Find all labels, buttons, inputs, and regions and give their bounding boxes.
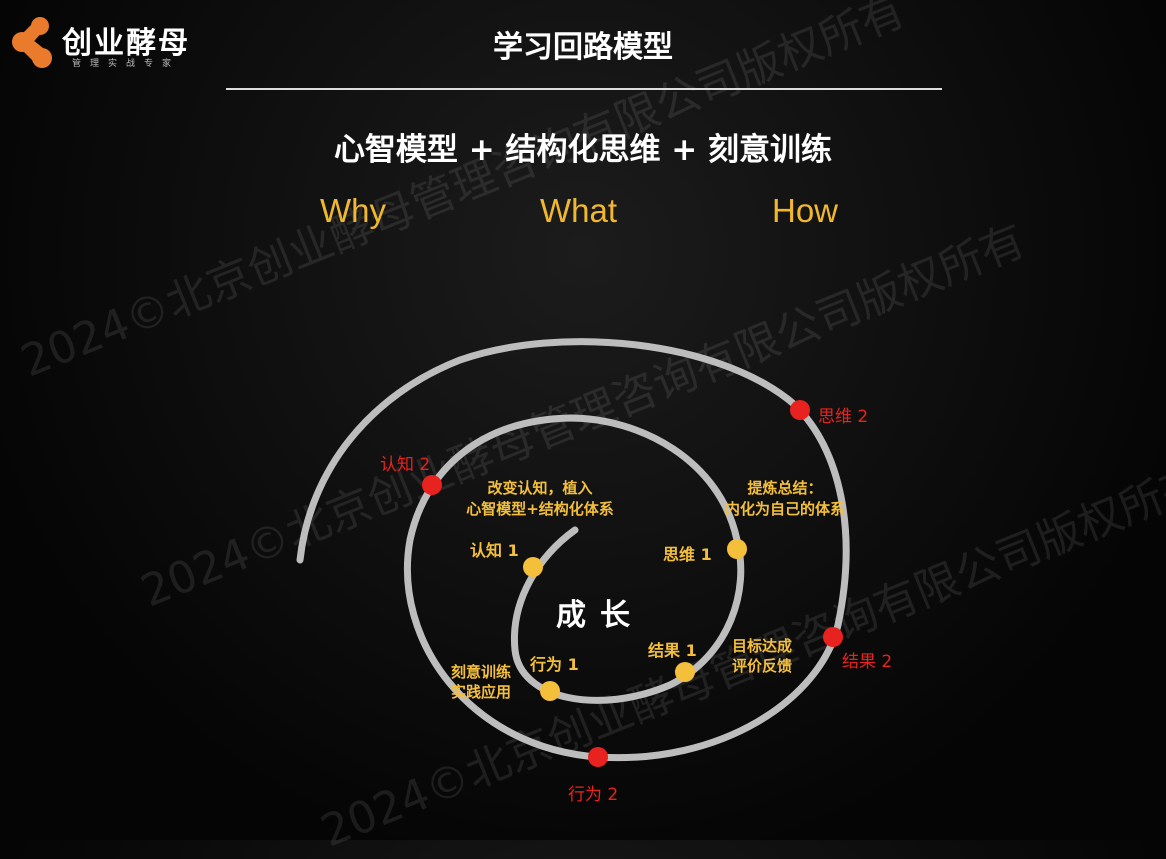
label-action-2: 行为 2 (568, 785, 618, 805)
divider (226, 88, 942, 90)
subtitle: 心智模型 + 结构化思维 + 刻意训练 (333, 132, 833, 168)
node-result-2 (823, 627, 843, 647)
note-action-line1: 刻意训练 (451, 663, 511, 681)
keyword-why: Why (320, 192, 386, 229)
page-title: 学习回路模型 (493, 30, 673, 65)
label-thinking-1: 思维 1 (663, 545, 712, 564)
note-action-line2: 实践应用 (451, 683, 511, 701)
center-label: 成长 (556, 598, 644, 633)
keyword-how: How (772, 192, 839, 229)
note-thinking-line2: 内化为自己的体系 (725, 500, 845, 518)
logo: 创业酵母 管理实战专家 (10, 12, 230, 72)
node-cognition-2 (422, 475, 442, 495)
spiral-diagram: 成长 认知 1 思维 1 结果 1 行为 1 改变认知，植入 心智模型+结构化体… (296, 338, 892, 805)
node-action-2 (588, 747, 608, 767)
note-thinking-line1: 提炼总结： (747, 479, 822, 497)
label-cognition-1: 认知 1 (470, 541, 519, 560)
note-cognition-line1: 改变认知，植入 (487, 479, 592, 497)
note-result-line2: 评价反馈 (732, 657, 792, 675)
label-thinking-2: 思维 2 (818, 407, 868, 427)
node-thinking-1 (727, 539, 747, 559)
node-cognition-1 (523, 557, 543, 577)
note-result-line1: 目标达成 (732, 637, 792, 655)
keyword-what: What (540, 192, 618, 229)
label-cognition-2: 认知 2 (380, 455, 430, 475)
logo-name: 创业酵母 (62, 26, 190, 61)
label-result-2: 结果 2 (842, 652, 892, 672)
logo-mark-icon (12, 17, 52, 68)
node-action-1 (540, 681, 560, 701)
label-action-1: 行为 1 (529, 655, 579, 674)
logo-tagline: 管理实战专家 (72, 59, 181, 69)
spiral-path (296, 338, 850, 762)
node-result-1 (675, 662, 695, 682)
note-cognition-line2: 心智模型+结构化体系 (466, 500, 614, 518)
label-result-1: 结果 1 (647, 641, 697, 660)
node-thinking-2 (790, 400, 810, 420)
